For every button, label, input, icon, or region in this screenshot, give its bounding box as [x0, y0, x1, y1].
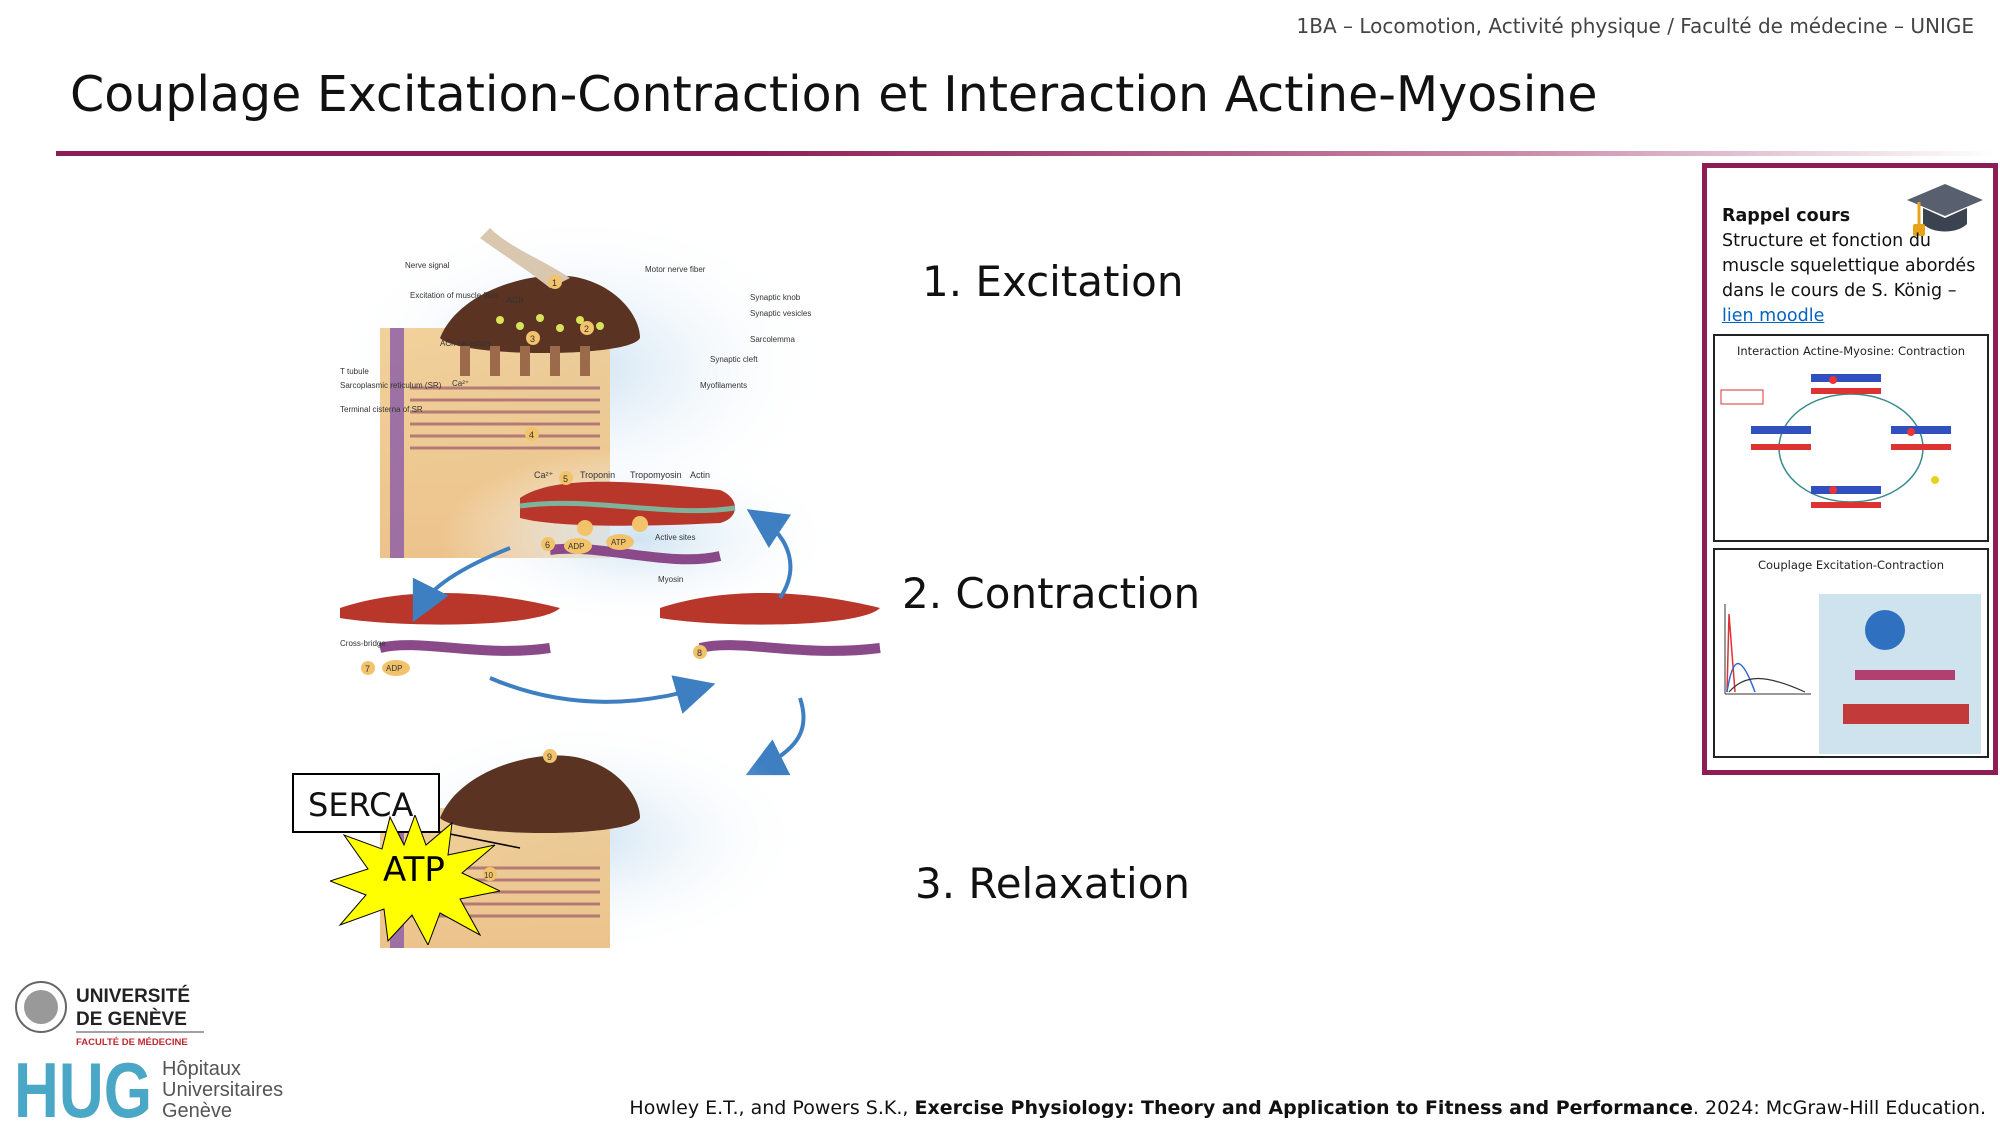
adp-atp-group: ADP ATP [564, 534, 634, 554]
label-ach-receptors: ACh receptors [440, 339, 491, 348]
citation-authors: Howley E.T., and Powers S.K., [629, 1097, 915, 1119]
label-myofilaments: Myofilaments [700, 381, 747, 390]
label-nerve-signal: Nerve signal [405, 261, 450, 270]
hug-letters: HUG [14, 1055, 152, 1121]
number-4: 4 [529, 430, 534, 440]
label-synaptic-vesicles: Synaptic vesicles [750, 309, 811, 318]
moodle-link[interactable]: lien moodle [1722, 306, 1825, 326]
unige-faculty: FACULTÉ DE MÉDECINE [76, 1037, 188, 1048]
label-synaptic-cleft: Synaptic cleft [710, 355, 758, 364]
label-troponin: Troponin [580, 470, 615, 480]
slide-title: Couplage Excitation-Contraction et Inter… [70, 66, 1598, 123]
label-active-sites: Active sites [655, 533, 695, 542]
label-ca2-top: Ca²⁺ [452, 379, 469, 388]
graduation-cap-icon [1907, 184, 1983, 236]
citation: Howley E.T., and Powers S.K., Exercise P… [629, 1097, 1986, 1119]
label-synaptic-knob: Synaptic knob [750, 293, 801, 302]
title-divider [56, 151, 1996, 156]
unige-line1: UNIVERSITÉ [76, 985, 190, 1007]
unige-logo: UNIVERSITÉ DE GENÈVE FACULTÉ DE MÉDECINE [15, 981, 204, 1048]
label-sarcolemma: Sarcolemma [750, 335, 795, 344]
step-contraction-label: 2. Contraction [902, 569, 1201, 618]
thumbnail-excitation-contraction-figure [1724, 594, 1981, 754]
hug-line1: Hôpitaux [162, 1058, 241, 1080]
label-tropomyosin: Tropomyosin [630, 470, 682, 480]
rappel-text-block: Rappel cours Structure et fonction du mu… [1722, 204, 1982, 329]
rappel-description: Structure et fonction du muscle squelett… [1722, 231, 1976, 301]
number-5: 5 [563, 474, 568, 484]
number-1: 1 [552, 278, 557, 288]
step-number-markers: 1 2 3 4 5 6 7 8 9 10 [361, 275, 707, 881]
number-2: 2 [584, 324, 589, 334]
course-header: 1BA – Locomotion, Activité physique / Fa… [1296, 14, 1974, 38]
hug-logo: HUG Hôpitaux Universitaires Genève [14, 1055, 283, 1121]
label-terminal-cisterna: Terminal cisterna of SR [340, 405, 423, 414]
label-actin: Actin [690, 470, 710, 480]
label-adp-middle: ADP [568, 542, 584, 551]
atp-burst-icon [330, 815, 500, 945]
step-excitation-label: 1. Excitation [922, 257, 1184, 306]
label-myosin: Myosin [658, 575, 683, 584]
label-adp-lower: ADP [386, 664, 402, 673]
atp-callout-label: ATP [383, 850, 445, 890]
number-3: 3 [530, 334, 535, 344]
hug-line2: Universitaires [162, 1079, 283, 1101]
hug-line3: Genève [162, 1100, 232, 1121]
label-cross-bridge: Cross-bridge [340, 639, 386, 648]
label-ca2-middle: Ca²⁺ [534, 470, 554, 480]
citation-book: Exercise Physiology: Theory and Applicat… [914, 1097, 1693, 1119]
label-excitation-muscle-fiber: Excitation of muscle fiber [410, 291, 499, 300]
unige-line2: DE GENÈVE [76, 1008, 187, 1030]
label-motor-nerve-fiber: Motor nerve fiber [645, 265, 706, 274]
number-6: 6 [545, 540, 550, 550]
rappel-title: Rappel cours [1722, 206, 1851, 226]
thumbnail-actin-myosin-title: Interaction Actine-Myosine: Contraction [1736, 344, 1966, 358]
thumbnail-actin-myosin-figure [1720, 374, 1951, 508]
label-sarcoplasmic-reticulum: Sarcoplasmic reticulum (SR) [340, 381, 442, 390]
number-8: 8 [697, 648, 702, 658]
label-ach: ACh [506, 295, 524, 305]
thumbnail-excitation-contraction-title: Couplage Excitation-Contraction [1757, 558, 1945, 572]
rappel-cours-panel: Rappel cours Structure et fonction du mu… [1702, 163, 1998, 775]
step-relaxation-label: 3. Relaxation [915, 859, 1191, 908]
thumbnail-excitation-contraction: Couplage Excitation-Contraction [1713, 548, 1989, 758]
number-9: 9 [547, 752, 552, 762]
label-t-tubule: T tubule [340, 367, 369, 376]
label-atp-middle: ATP [611, 538, 626, 547]
contraction-cycle-panel: Ca²⁺ Troponin Tropomyosin Actin Active s… [340, 448, 881, 776]
citation-publisher: . 2024: McGraw-Hill Education. [1692, 1097, 1986, 1119]
thumbnail-actin-myosin: Interaction Actine-Myosine: Contraction [1713, 334, 1989, 542]
number-7: 7 [365, 664, 370, 674]
number-10: 10 [484, 871, 493, 880]
